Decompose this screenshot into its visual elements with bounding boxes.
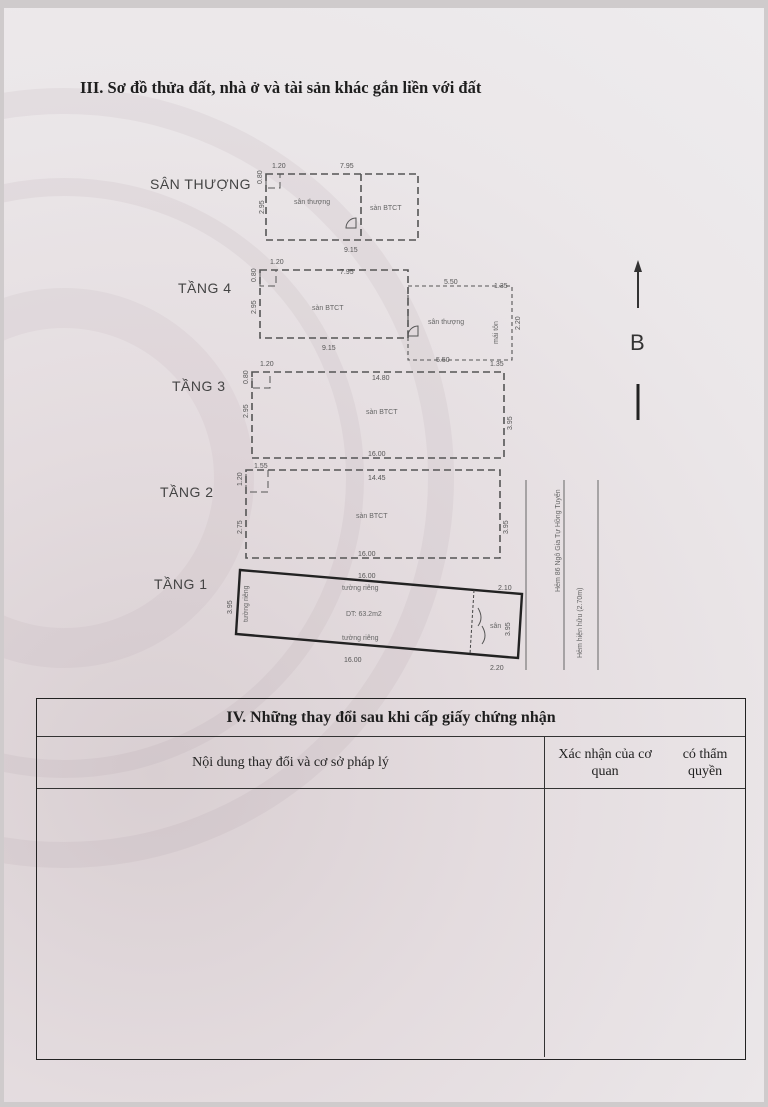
plan-tang-1-yard-line <box>469 589 475 655</box>
room-tang-4-b: sân thượng <box>428 319 464 326</box>
room-tang-4-a: sàn BTCT <box>312 305 344 312</box>
dim-tang-3-bottom: 16.00 <box>368 451 386 458</box>
dim-san-thuong-top-b: 7.95 <box>340 163 354 170</box>
room-tang-1-wall-left: tường riêng <box>243 585 250 622</box>
room-tang-2-a: sàn BTCT <box>356 513 388 520</box>
door-arc-icon <box>407 325 419 337</box>
plan-tang-2-outline <box>245 469 501 559</box>
header-authority-line-1: Xác nhận của cơ quan <box>558 746 652 779</box>
room-san-thuong-a: sân thượng <box>294 199 330 206</box>
dim-tang-3-top-a: 1.20 <box>260 361 274 368</box>
header-change-content: Nội dung thay đổi và cơ sở pháp lý <box>37 737 545 788</box>
north-letter: B <box>630 330 645 355</box>
dim-tang-2-top-b: 14.45 <box>368 475 386 482</box>
floor-label-tang-1: TẦNG 1 <box>154 576 208 592</box>
cell-change-content <box>37 789 545 1057</box>
dim-tang-1-bottom: 16.00 <box>344 657 362 664</box>
room-tang-1-yard: sân <box>490 623 501 630</box>
dim-tang-4-bottom-a: 9.15 <box>322 345 336 352</box>
door-arc-icon <box>477 607 482 627</box>
dim-tang-3-left: 2.95 <box>243 404 250 418</box>
plan-san-thuong-outline <box>265 173 419 241</box>
cell-authority-confirmation <box>545 789 745 1057</box>
certificate-page: III. Sơ đồ thửa đất, nhà ở và tài sản kh… <box>4 8 764 1102</box>
plan-tang-4-stair <box>259 269 277 287</box>
plan-tang-3-outline <box>251 371 505 459</box>
dim-tang-2-left-small: 1.20 <box>237 472 244 486</box>
dim-san-thuong-bottom: 9.15 <box>344 247 358 254</box>
dim-san-thuong-left-small: 0.80 <box>257 170 264 184</box>
floor-label-tang-3: TẦNG 3 <box>172 378 226 394</box>
header-authority-line-2: có thẩm quyền <box>682 746 728 779</box>
dim-tang-4-top-d: 1.35 <box>494 283 508 290</box>
room-tang-1-wall-bottom: tường riêng <box>342 635 379 642</box>
floor-plan-drawing: 1.20 7.95 2.95 0.80 9.15 sân thượng sàn … <box>227 163 645 672</box>
dim-tang-2-left: 2.75 <box>237 520 244 534</box>
plan-tang-2-stair <box>245 469 269 493</box>
dim-tang-4-top-a: 1.20 <box>270 259 284 266</box>
dim-tang-3-left-small: 0.80 <box>243 370 250 384</box>
room-tang-1-wall-top: tường riêng <box>342 585 379 592</box>
room-tang-4-c: mái tôn <box>493 321 500 344</box>
header-authority-confirmation: Xác nhận của cơ quan có thẩm quyền <box>545 737 745 788</box>
room-san-thuong-b: sàn BTCT <box>370 205 402 212</box>
dim-tang-4-bottom-b: 5.50 <box>436 357 450 364</box>
room-tang-1-area: DT: 63.2m2 <box>346 611 382 618</box>
section-4-title: IV. Những thay đổi sau khi cấp giấy chứn… <box>37 699 745 737</box>
dim-tang-4-right: 2.20 <box>515 316 522 330</box>
north-arrow-head-icon <box>634 260 642 272</box>
dim-tang-3-top-b: 14.80 <box>372 375 390 382</box>
dim-tang-1-bottom-right: 2.20 <box>490 665 504 672</box>
door-arc-icon <box>481 625 486 645</box>
door-arc-icon <box>345 217 357 229</box>
floor-label-san-thuong: SÂN THƯỢNG <box>150 176 252 192</box>
dim-tang-4-top-b: 7.95 <box>340 269 354 276</box>
dim-tang-1-right: 3.95 <box>505 622 512 636</box>
dim-tang-2-right: 3.95 <box>503 520 510 534</box>
changes-table-body <box>37 789 745 1057</box>
plan-tang-4-main <box>259 269 409 339</box>
dim-tang-4-left: 2.95 <box>251 300 258 314</box>
changes-table: IV. Những thay đổi sau khi cấp giấy chứn… <box>36 698 746 1060</box>
dim-tang-2-bottom: 16.00 <box>358 551 376 558</box>
dim-tang-3-right: 3.95 <box>507 416 514 430</box>
dim-tang-1-top-right: 2.10 <box>498 585 512 592</box>
floor-label-tang-4: TẦNG 4 <box>178 280 232 296</box>
road-name: Hẻm 86 Ngô Gia Tự Hồng Tuyến <box>553 489 562 592</box>
alley-name: Hẻm hiện hữu (2.70m) <box>577 588 584 658</box>
dim-san-thuong-top-a: 1.20 <box>272 163 286 170</box>
dim-tang-4-left-small: 0.80 <box>251 268 258 282</box>
room-tang-3-a: sàn BTCT <box>366 409 398 416</box>
plan-tang-1-outline <box>234 568 524 660</box>
dim-tang-2-top-a: 1.55 <box>254 463 268 470</box>
changes-table-header: Nội dung thay đổi và cơ sở pháp lý Xác n… <box>37 737 745 789</box>
dim-tang-1-top: 16.00 <box>358 573 376 580</box>
dim-tang-1-left: 3.95 <box>227 600 234 614</box>
floor-label-tang-2: TẦNG 2 <box>160 484 214 500</box>
plan-tang-3-stair <box>251 371 271 389</box>
dim-tang-4-bottom-c: 1.35 <box>490 361 504 368</box>
plan-san-thuong-stair <box>265 173 281 189</box>
section-3-title: III. Sơ đồ thửa đất, nhà ở và tài sản kh… <box>80 78 482 97</box>
dim-san-thuong-left: 2.95 <box>259 200 266 214</box>
dim-tang-4-top-c: 5.50 <box>444 279 458 286</box>
plan-tang-4-terrace <box>407 285 513 361</box>
